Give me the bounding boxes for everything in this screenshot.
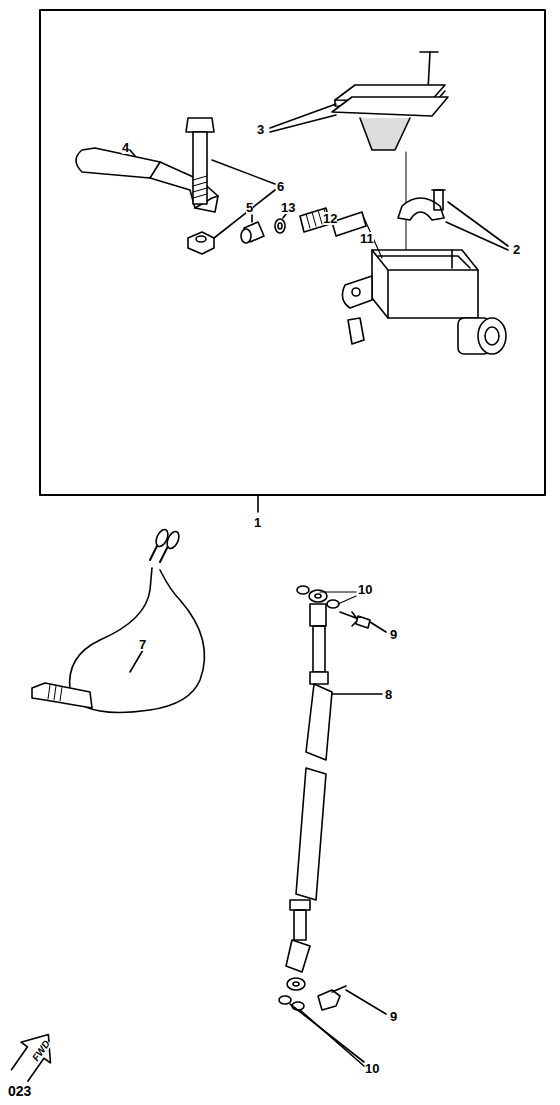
clamp	[398, 190, 445, 220]
leader-line	[283, 214, 286, 218]
brake-hose	[279, 586, 370, 1010]
lever-parts	[241, 208, 382, 258]
leader-line	[212, 160, 275, 184]
callout-number: 1	[254, 516, 261, 529]
callout-number: 3	[257, 123, 264, 136]
leader-line	[270, 104, 336, 128]
callout-number: 4	[122, 141, 129, 154]
callout-number: 9	[390, 628, 397, 641]
reservoir-cap	[332, 52, 448, 150]
leader-line	[130, 650, 143, 672]
callout-number: 13	[281, 201, 295, 214]
brake-switch	[32, 528, 205, 713]
callout-number: 10	[358, 583, 372, 596]
leader-line	[320, 591, 356, 592]
leader-line	[370, 622, 386, 632]
leader-line	[332, 693, 382, 695]
pivot-bolt	[186, 118, 214, 254]
leader-line	[130, 150, 135, 156]
callout-number: 9	[390, 1010, 397, 1023]
master-cylinder	[342, 250, 506, 354]
callout-number: 8	[385, 688, 392, 701]
leader-line	[338, 596, 356, 604]
leader-line	[448, 202, 508, 246]
page-code: 023	[8, 1084, 31, 1098]
leader-line	[251, 215, 253, 222]
assembly-frame	[40, 10, 545, 495]
callout-number: 6	[277, 180, 284, 193]
leader-line	[270, 115, 336, 132]
leader-line	[257, 495, 259, 512]
callout-number: 10	[365, 1062, 379, 1075]
leader-line	[446, 222, 508, 250]
leader-line	[346, 990, 386, 1014]
callout-number: 5	[246, 201, 253, 214]
callout-number: 2	[513, 243, 520, 256]
callout-number: 11	[360, 232, 374, 245]
forward-arrow	[5, 1024, 63, 1086]
leader-line	[300, 1010, 364, 1066]
callout-number: 7	[139, 638, 146, 651]
callout-number: 12	[323, 212, 337, 225]
